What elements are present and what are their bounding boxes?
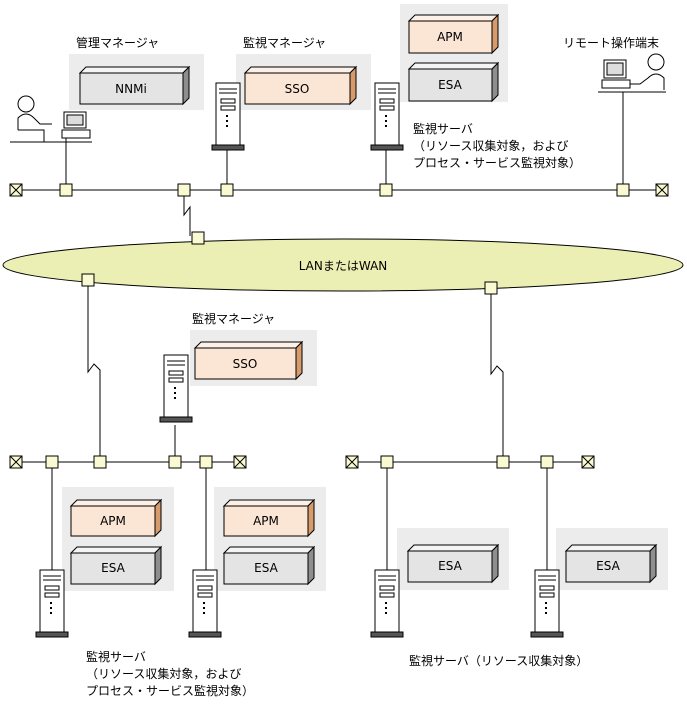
br-server-label: 監視サーバ（リソース収集対象） — [409, 653, 588, 668]
mgmt-manager-label: 管理マネージャ — [76, 35, 159, 50]
esa-br2-label: ESA — [596, 559, 620, 573]
mon-manager-mid-label: 監視マネージャ — [192, 311, 275, 326]
esa-top-box: ESA — [407, 61, 500, 103]
connection-nodes — [45, 183, 630, 469]
br2-server-tower — [530, 569, 564, 638]
apm-bl2-box: APM — [222, 498, 316, 538]
top-server-label-2: （リソース収集対象，および — [413, 138, 568, 153]
sso-top-box: SSO — [243, 65, 358, 106]
esa-bl2-box: ESA — [222, 545, 316, 586]
lan-wan-cloud — [2, 238, 684, 292]
top-server-label-3: プロセス・サービス監視対象） — [413, 155, 581, 170]
remote-terminal-label: リモート操作端末 — [563, 35, 659, 50]
top-wan-link — [183, 194, 191, 236]
esa-top-label: ESA — [438, 78, 462, 92]
network-label: LANまたはWAN — [299, 259, 388, 273]
bl-server-label-3: プロセス・サービス監視対象） — [86, 683, 254, 698]
right-wan-link — [490, 290, 504, 462]
nnmi-box: NNMi — [78, 65, 191, 106]
apm-bl1-label: APM — [100, 514, 126, 528]
mgmt-manager-operator — [10, 95, 92, 143]
esa-bl1-box: ESA — [69, 545, 163, 586]
apm-bl1-box: APM — [69, 498, 163, 538]
top-monitored-server-tower — [370, 82, 404, 151]
bl2-server-tower — [188, 569, 222, 638]
br1-server-tower — [370, 569, 404, 638]
sso-mid-label: SSO — [233, 357, 258, 371]
esa-bl2-label: ESA — [254, 561, 278, 575]
sso-mid-box: SSO — [193, 340, 304, 381]
line-terminators — [9, 183, 669, 469]
esa-bl1-label: ESA — [101, 561, 125, 575]
bl-server-label-1: 監視サーバ — [86, 649, 146, 664]
esa-br1-label: ESA — [438, 559, 462, 573]
esa-br1-box: ESA — [406, 543, 500, 584]
sso-mid-server-tower — [159, 354, 193, 423]
apm-top-box: APM — [407, 13, 500, 55]
apm-top-label: APM — [437, 30, 463, 44]
sso-top-label: SSO — [285, 82, 310, 96]
bl-server-label-2: （リソース収集対象，および — [86, 666, 241, 681]
top-server-label-1: 監視サーバ — [413, 121, 473, 136]
apm-bl2-label: APM — [253, 514, 279, 528]
bl1-server-tower — [35, 569, 69, 638]
mon-manager-top-label: 監視マネージャ — [243, 35, 326, 50]
sso-top-server-tower — [211, 82, 245, 151]
remote-terminal-operator — [598, 53, 666, 93]
nnmi-label: NNMi — [115, 82, 147, 96]
left-wan-link — [87, 282, 101, 462]
esa-br2-box: ESA — [564, 543, 658, 584]
